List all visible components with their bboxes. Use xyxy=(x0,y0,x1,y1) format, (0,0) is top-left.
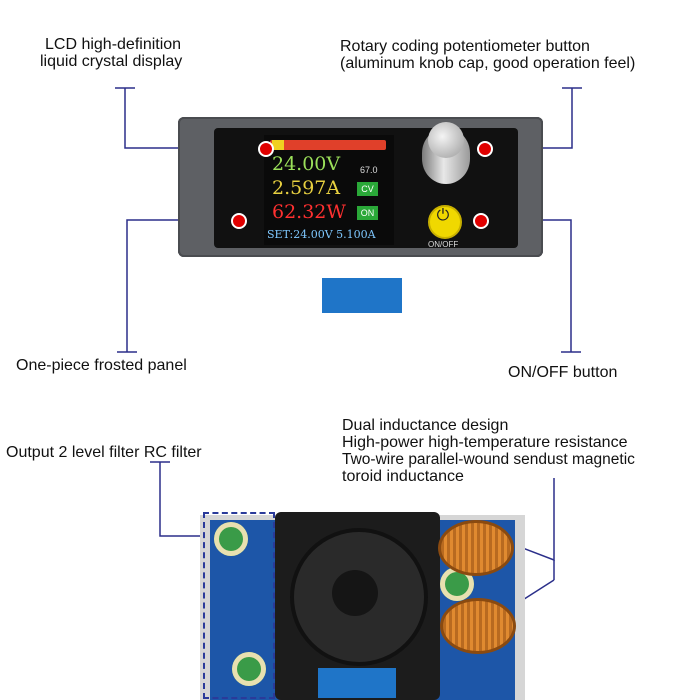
input-terminal-block xyxy=(322,278,402,313)
output-state-badge: ON xyxy=(357,206,378,220)
onoff-label: ON/OFF button xyxy=(508,364,618,381)
status-bar xyxy=(270,140,386,150)
inductance-label-line3: Two-wire parallel-wound sendust magnetic xyxy=(342,451,635,468)
rotary-label-line1: Rotary coding potentiometer button xyxy=(340,38,590,55)
battery-icon xyxy=(272,140,284,150)
filter-label: Output 2 level filter RC filter xyxy=(6,444,202,461)
power-button-label: ON/OFF xyxy=(428,240,459,249)
toroid-inductor-bottom xyxy=(440,598,516,654)
onoff-marker xyxy=(473,213,489,229)
power-button[interactable] xyxy=(428,205,462,239)
lcd-label-line1: LCD high-definition xyxy=(45,36,182,53)
voltage-readout: 24.00V xyxy=(272,153,341,175)
setpoint-readout: SET:24.00V 5.100A xyxy=(267,228,376,241)
power-icon: ⏻ xyxy=(436,207,450,224)
knob-cap[interactable] xyxy=(428,122,464,158)
filter-highlight-box xyxy=(203,512,275,699)
temperature-readout: 67.0 xyxy=(360,165,378,175)
filter-capacitor-top xyxy=(214,522,248,556)
current-readout: 2.597A xyxy=(272,177,341,199)
inductance-label-line1: Dual inductance design xyxy=(342,417,509,434)
power-readout: 62.32W xyxy=(272,201,346,223)
knob-marker xyxy=(477,141,493,157)
lcd-marker xyxy=(258,141,274,157)
filter-capacitor-bottom xyxy=(232,652,266,686)
fan-hub xyxy=(332,570,378,616)
output-terminal-block xyxy=(318,668,396,698)
panel-marker xyxy=(231,213,247,229)
inductance-label-line4: toroid inductance xyxy=(342,468,464,485)
inductance-label-line2: High-power high-temperature resistance xyxy=(342,434,628,451)
toroid-inductor-top xyxy=(438,520,514,576)
panel-label: One-piece frosted panel xyxy=(16,357,187,374)
mode-badge: CV xyxy=(357,182,378,196)
rotary-label-line2: (aluminum knob cap, good operation feel) xyxy=(340,55,636,72)
lcd-label-line2: liquid crystal display xyxy=(40,53,183,70)
